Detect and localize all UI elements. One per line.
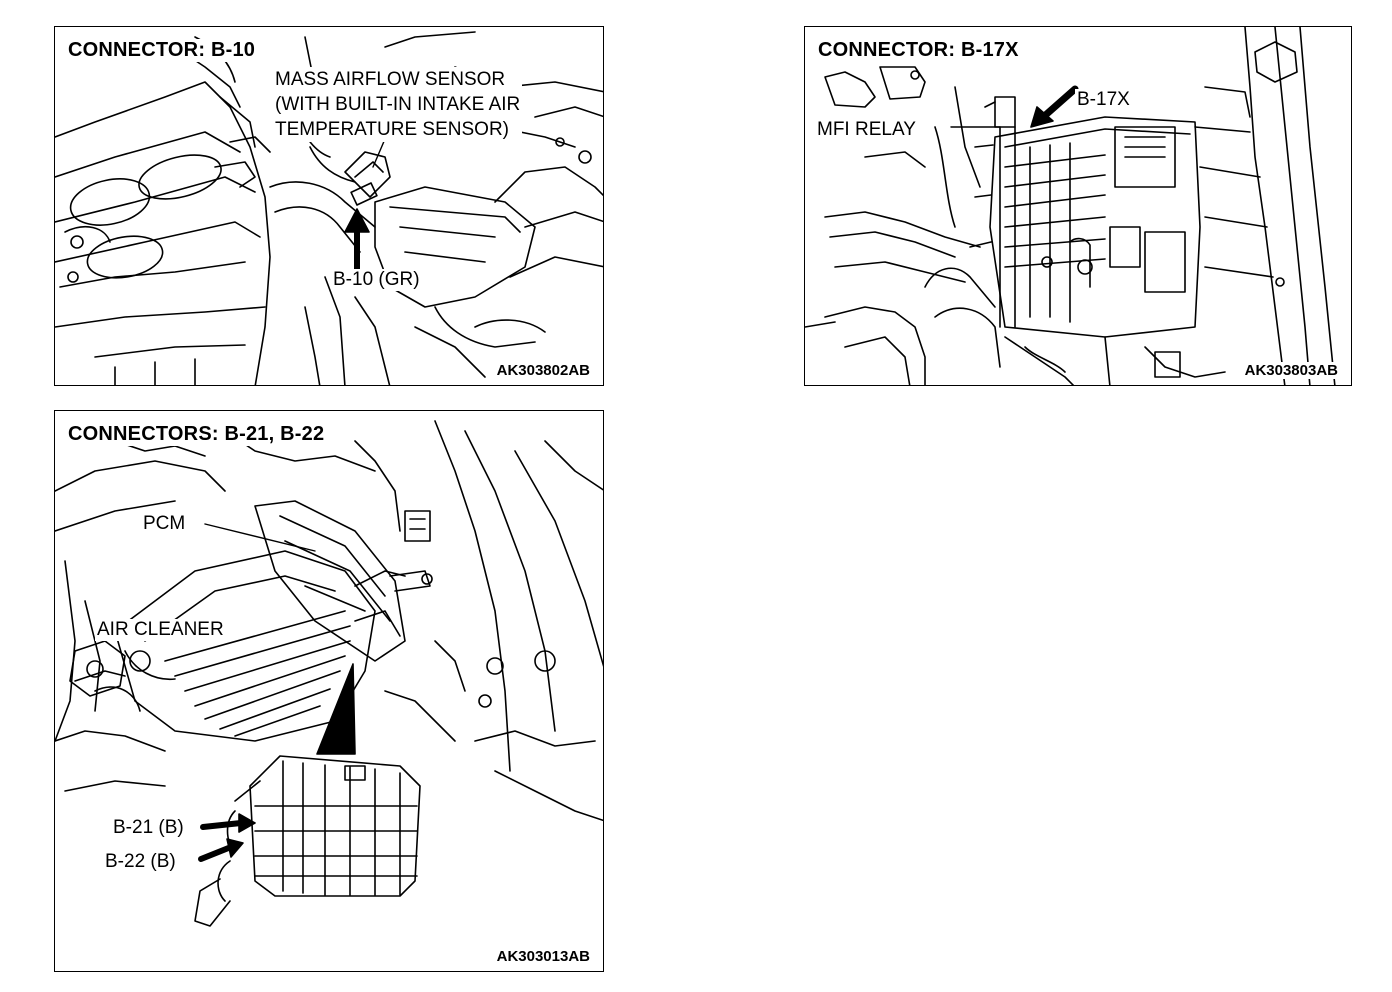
figure-code: AK303803AB [1241,362,1341,379]
label-connector-b22: B-22 (B) [103,851,178,873]
panel-connector-b10: CONNECTOR: B-10 MASS AIRFLOW SENSOR (WIT… [54,26,604,386]
label-connector-b10: B-10 (GR) [331,269,422,291]
label-connector-b17x: B-17X [1075,89,1132,111]
panel-connectors-b21-b22: CONNECTORS: B-21, B-22 PCM AIR CLEANER B… [54,410,604,972]
engine-bay-illustration-b10 [55,31,603,385]
label-pcm: PCM [141,513,188,535]
label-line: MASS AIRFLOW SENSOR [275,69,506,90]
label-line: TEMPERATURE SENSOR) [275,119,510,140]
label-air-cleaner: AIR CLEANER [95,619,226,641]
label-line: (WITH BUILT-IN INTAKE AIR [275,94,521,115]
label-mfi-relay: MFI RELAY [815,119,918,141]
panel-title: CONNECTOR: B-10 [65,39,259,62]
figure-code: AK303013AB [493,948,593,965]
panel-title: CONNECTOR: B-17X [815,39,1022,62]
panel-title: CONNECTORS: B-21, B-22 [65,423,328,446]
label-mass-airflow-sensor: MASS AIRFLOW SENSOR (WITH BUILT-IN INTAK… [273,67,523,142]
figure-code: AK303802AB [493,362,593,379]
label-connector-b21: B-21 (B) [111,817,186,839]
relay-box-illustration-b17x [805,27,1336,385]
pcm-illustration-b21-b22 [55,420,603,927]
panel-connector-b17x: CONNECTOR: B-17X B-17X MFI RELAY AK30380… [804,26,1352,386]
